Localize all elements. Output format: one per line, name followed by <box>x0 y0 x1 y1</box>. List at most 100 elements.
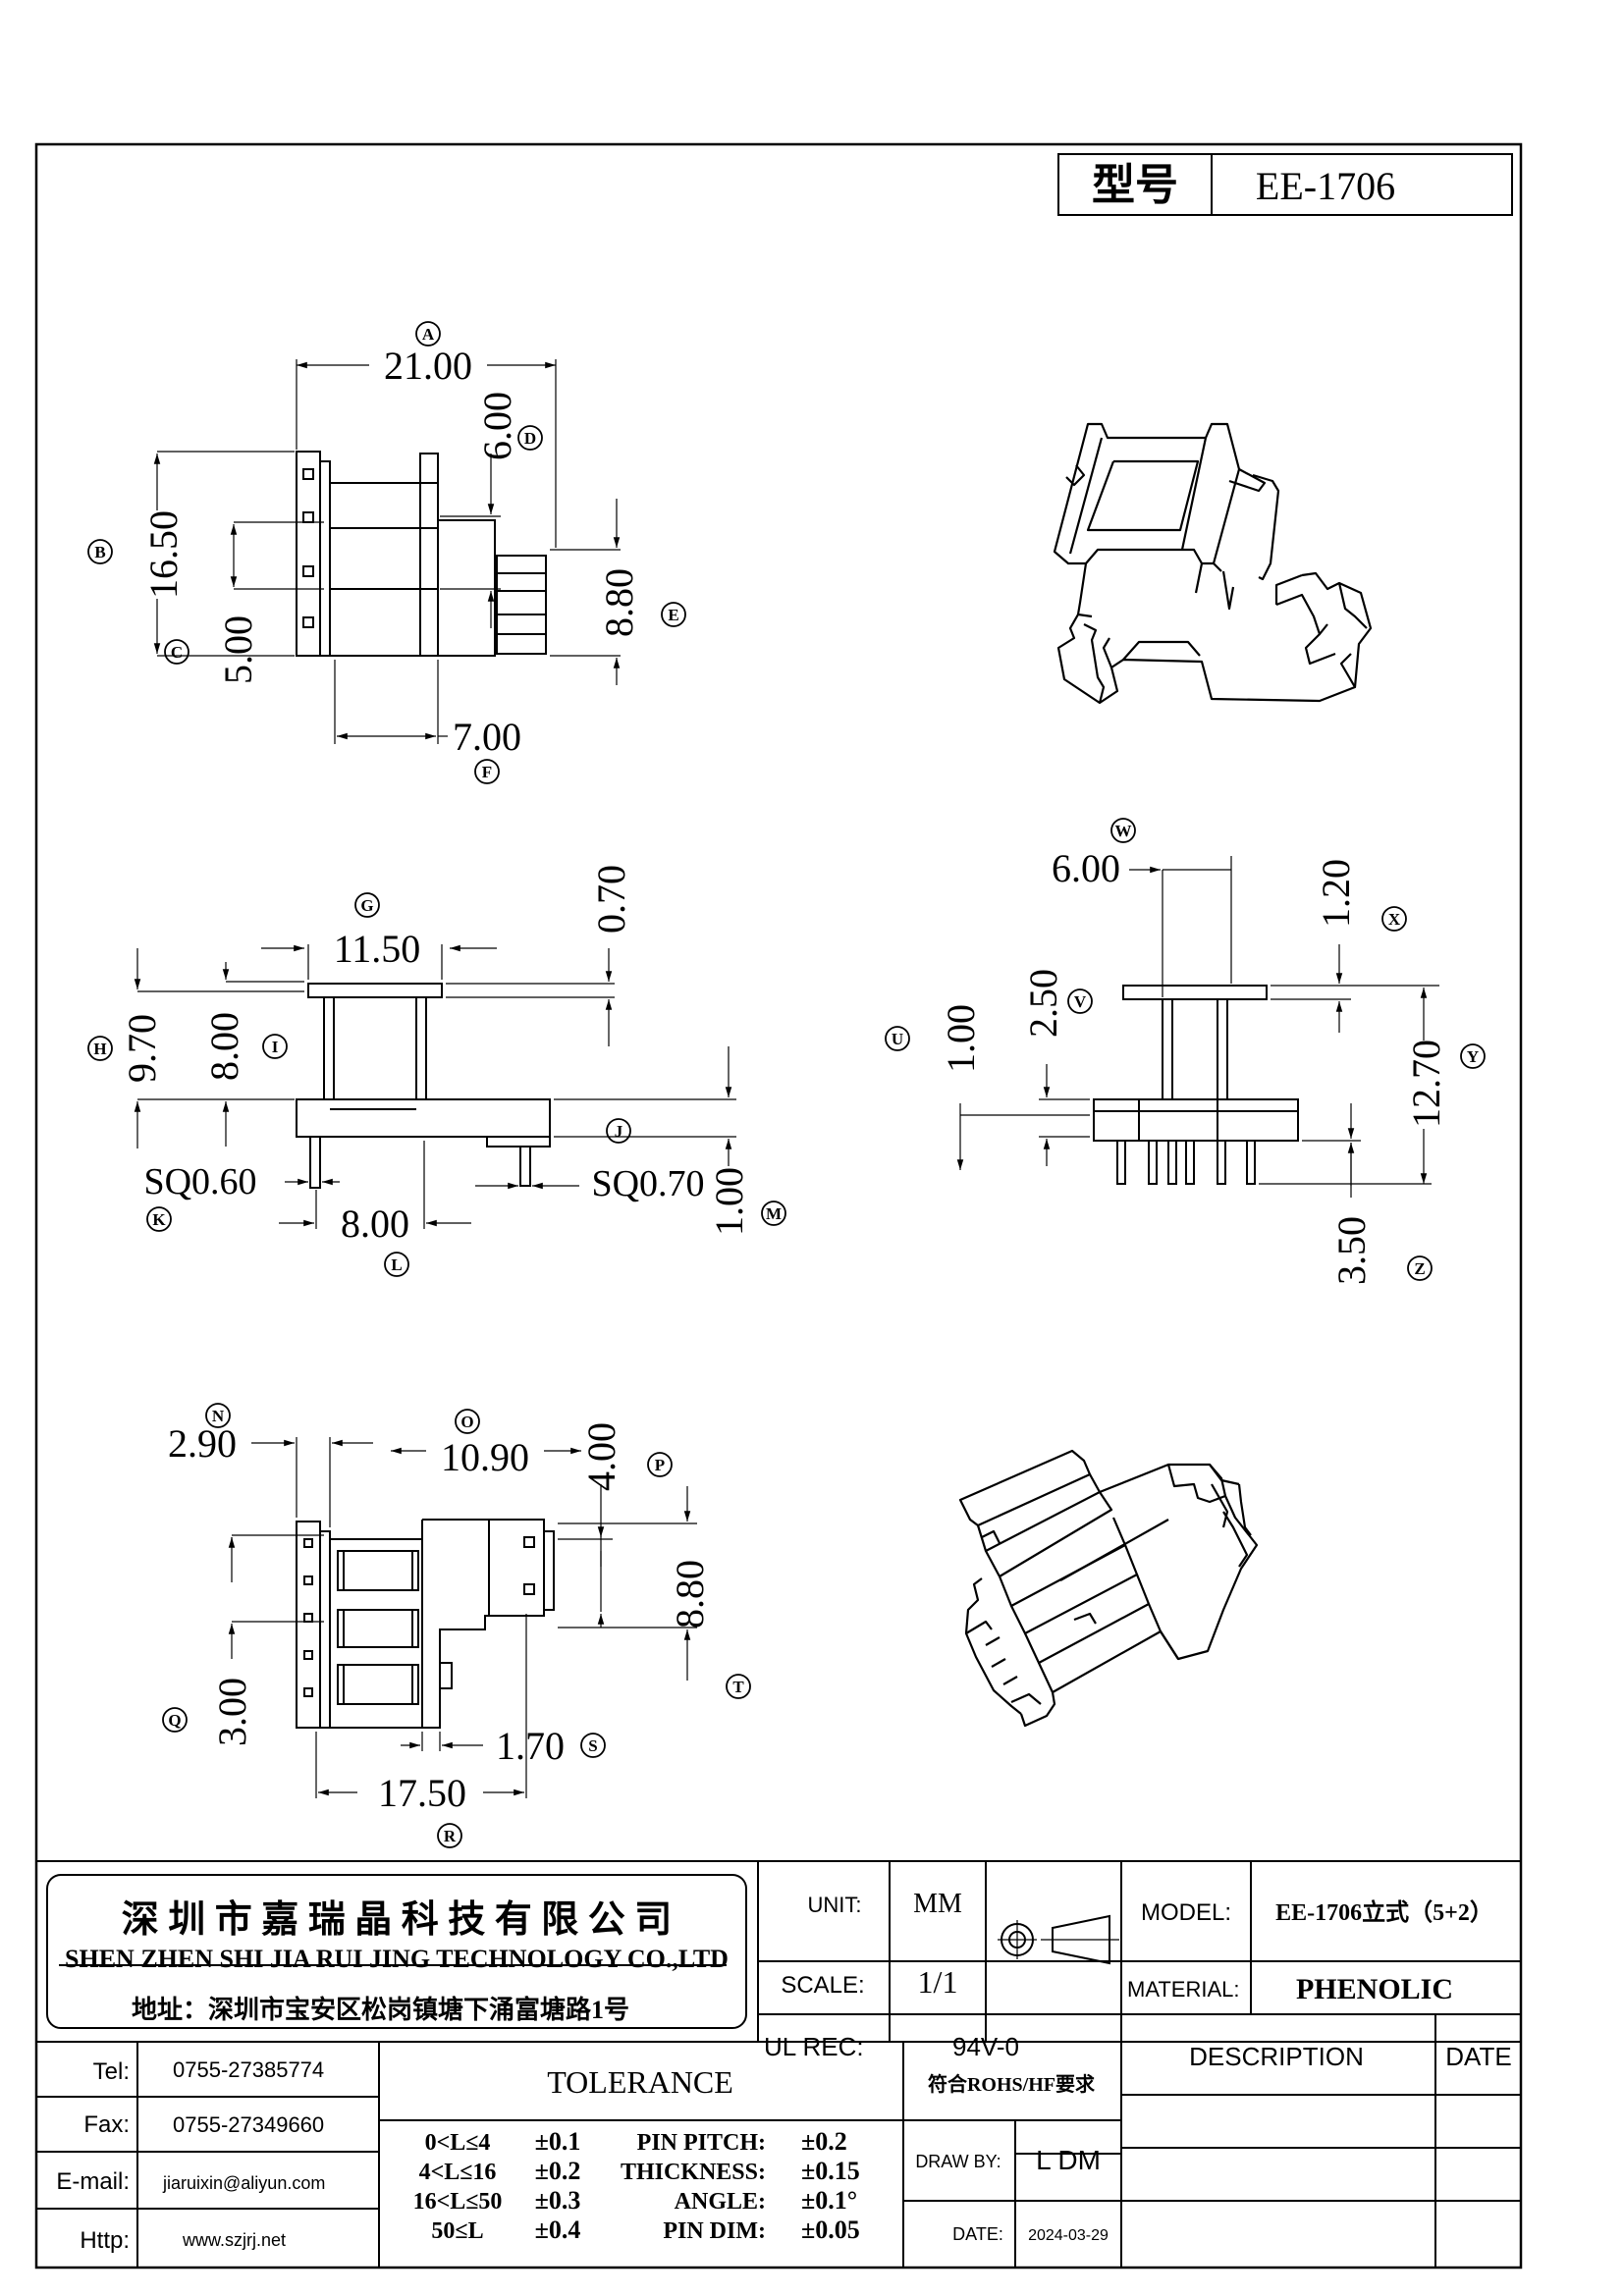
reference-letter-f: F <box>482 763 492 781</box>
sheet-border <box>34 142 1523 2269</box>
front-view-dimension-texts: 11.50 9.70 8.00 0.70 SQ0.60 SQ0.70 8.00 … <box>120 865 751 1246</box>
model-box: 型号 EE-1706 <box>1057 153 1513 216</box>
dim-y: 12.70 <box>1404 1040 1448 1128</box>
front-view <box>134 944 736 1229</box>
draw-by-value: L DM <box>1036 2145 1101 2175</box>
scale-value: 1/1 <box>918 1964 958 2000</box>
dim-j: SQ0.70 <box>591 1163 704 1204</box>
tol-other-value-1: ±0.2 <box>801 2127 847 2156</box>
tol-other-name-4: PIN DIM: <box>663 2218 766 2244</box>
reference-letter-h: H <box>93 1040 106 1058</box>
reference-label-o: O <box>455 1409 480 1434</box>
scale-label: SCALE: <box>781 1972 864 1999</box>
dim-top-gap: 0.70 <box>589 865 633 934</box>
material-label: MATERIAL: <box>1127 1977 1240 2002</box>
tol-value-1: ±0.1 <box>535 2127 581 2156</box>
dim-a: 21.00 <box>384 344 472 388</box>
ul-value: 94V-0 <box>952 2032 1019 2061</box>
top-view <box>153 359 621 744</box>
dim-p: 4.00 <box>579 1422 623 1491</box>
tol-other-name-1: PIN PITCH: <box>637 2130 766 2156</box>
reference-letter-a: A <box>422 325 435 344</box>
reference-label-j: J <box>606 1118 631 1144</box>
date-value: 2024-03-29 <box>1028 2227 1109 2244</box>
contact-http-label: Http: <box>80 2227 130 2254</box>
dim-w: 6.00 <box>1052 846 1120 890</box>
rohs-note: 符合ROHS/HF要求 <box>928 2072 1096 2096</box>
reference-letter-s: S <box>588 1736 597 1755</box>
contact-fax-value: 0755-27349660 <box>173 2112 324 2137</box>
reference-letter-m: M <box>766 1204 782 1223</box>
tol-other-name-3: ANGLE: <box>675 2189 766 2215</box>
dim-d: 6.00 <box>475 392 519 460</box>
bottom-view-dimension-texts: 2.90 10.90 4.00 8.80 3.00 1.70 17.50 <box>168 1421 712 1815</box>
dim-f: 7.00 <box>453 715 521 759</box>
tol-value-3: ±0.3 <box>535 2186 581 2215</box>
model-value: EE-1706立式（5+2） <box>1275 1898 1493 1926</box>
reference-label-p: P <box>647 1452 673 1477</box>
tol-other-value-4: ±0.05 <box>801 2216 860 2244</box>
company-name-en: SHEN ZHEN SHI JIA RUI JING TECHNOLOGY CO… <box>65 1945 729 1973</box>
reference-label-u: U <box>885 1026 910 1051</box>
tolerance-label: TOLERANCE <box>547 2064 733 2100</box>
reference-letter-g: G <box>360 896 373 915</box>
material-value: PHENOLIC <box>1296 1973 1453 2005</box>
tol-other-value-3: ±0.1° <box>801 2186 857 2215</box>
reference-label-k: K <box>146 1206 172 1232</box>
dim-t: 8.80 <box>668 1560 712 1629</box>
contact-tel-value: 0755-27385774 <box>173 2057 324 2082</box>
model-label: MODEL: <box>1141 1899 1231 1926</box>
ul-label: UL REC: <box>764 2032 864 2061</box>
tol-range-3: 16<L≤50 <box>413 2189 503 2215</box>
reference-letter-k: K <box>152 1210 166 1229</box>
company-address: 地址：深圳市宝安区松岗镇塘下涌富塘路1号 <box>132 1995 629 2024</box>
contact-http-value: www.szjrj.net <box>182 2230 286 2250</box>
tol-range-2: 4<L≤16 <box>419 2160 497 2185</box>
reference-label-v: V <box>1067 988 1093 1014</box>
side-view <box>956 856 1439 1198</box>
dim-u: 1.00 <box>939 1004 983 1073</box>
dim-s: 1.70 <box>496 1724 565 1768</box>
reference-label-m: M <box>761 1201 786 1226</box>
isometric-view-top <box>1053 422 1373 705</box>
dim-v: 2.50 <box>1021 969 1065 1038</box>
model-box-value: EE-1706 <box>1256 164 1395 208</box>
contact-email-value: jiaruixin@aliyun.com <box>162 2173 325 2193</box>
draw-by-label: DRAW BY: <box>915 2152 1001 2171</box>
dim-h: 9.70 <box>120 1014 164 1083</box>
bottom-view <box>228 1437 697 1798</box>
reference-letter-l: L <box>391 1255 402 1274</box>
reference-letter-i: I <box>272 1038 279 1056</box>
reference-label-c: C <box>164 639 189 665</box>
reference-label-f: F <box>474 759 500 784</box>
reference-letter-n: N <box>212 1407 225 1425</box>
reference-letter-v: V <box>1074 992 1087 1011</box>
dim-k: SQ0.60 <box>143 1161 256 1202</box>
tol-value-4: ±0.4 <box>535 2216 581 2244</box>
tol-range-4: 50≤L <box>431 2218 483 2244</box>
reference-label-l: L <box>384 1252 409 1277</box>
model-box-label: 型号 <box>1092 161 1178 209</box>
unit-value: MM <box>913 1889 962 1919</box>
reference-label-q: Q <box>162 1707 188 1733</box>
company-name-cn: 深 圳 市 嘉 瑞 晶 科 技 有 限 公 司 <box>122 1899 673 1941</box>
reference-letter-x: X <box>1388 910 1401 929</box>
reference-letter-r: R <box>444 1827 457 1845</box>
reference-letter-w: W <box>1115 822 1132 840</box>
dim-x: 1.20 <box>1314 859 1358 928</box>
contact-fax-label: Fax: <box>83 2111 130 2138</box>
reference-label-g: G <box>354 892 380 918</box>
dim-c: 5.00 <box>216 615 260 684</box>
reference-label-i: I <box>262 1034 288 1059</box>
reference-label-n: N <box>205 1403 231 1428</box>
tol-value-2: ±0.2 <box>535 2157 581 2185</box>
dim-q: 3.00 <box>210 1678 254 1746</box>
reference-letter-u: U <box>892 1030 903 1048</box>
reference-letter-c: C <box>171 643 183 662</box>
title-block <box>35 1860 1521 2268</box>
reference-letter-t: T <box>732 1678 744 1696</box>
reference-label-y: Y <box>1460 1043 1486 1069</box>
title-block-texts: 深 圳 市 嘉 瑞 晶 科 技 有 限 公 司 SHEN ZHEN SHI JI… <box>56 1889 1511 2254</box>
reference-letter-z: Z <box>1414 1259 1425 1278</box>
